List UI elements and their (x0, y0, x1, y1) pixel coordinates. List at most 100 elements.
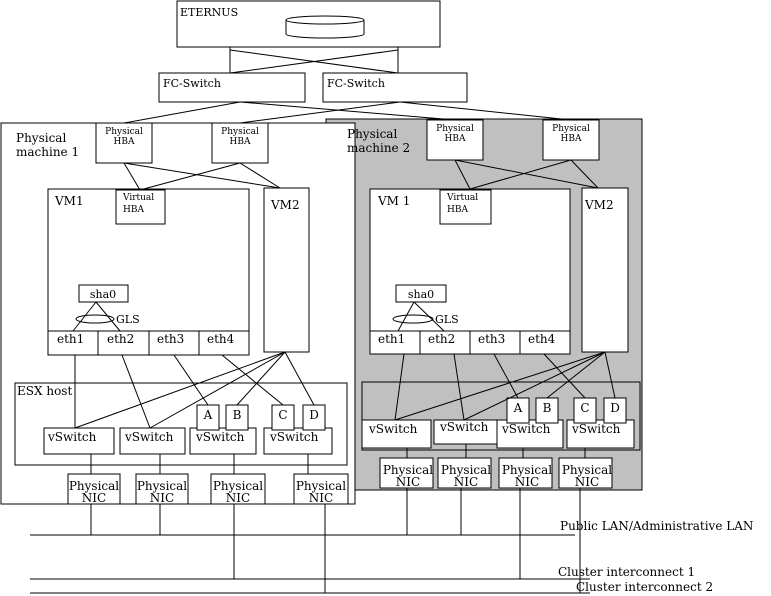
svg-text:A: A (203, 408, 213, 422)
svg-text:A: A (513, 401, 523, 415)
svg-text:HBA: HBA (561, 134, 582, 144)
m1-eth4: eth4 (207, 332, 235, 346)
svg-text:sha0: sha0 (90, 288, 116, 301)
svg-text:HBA: HBA (123, 205, 144, 215)
svg-text:C: C (278, 408, 287, 422)
svg-text:vSwitch: vSwitch (571, 422, 621, 436)
machine-1-title-line2: machine 1 (16, 145, 79, 159)
m1-physical-hba-2: Physical HBA (211, 122, 269, 164)
disk-icon (285, 15, 365, 39)
m2-virtual-hba: Virtual HBA (439, 189, 492, 225)
svg-text:Physical: Physical (436, 124, 474, 134)
m2-port-b: B (535, 397, 559, 424)
svg-text:Physical: Physical (562, 463, 612, 477)
m2-vm1-label: VM 1 (377, 194, 410, 208)
m2-vswitch-3: vSwitch (496, 419, 564, 449)
cluster-interconnect-2-line: Cluster interconnect 2 (30, 580, 713, 594)
m1-vswitch-3: vSwitch (189, 427, 257, 455)
svg-text:Physical: Physical (296, 479, 346, 493)
m2-physical-hba-1: Physical HBA (426, 119, 484, 161)
svg-text:NIC: NIC (575, 475, 599, 489)
svg-text:NIC: NIC (454, 475, 478, 489)
m2-eth3: eth3 (478, 332, 505, 346)
svg-text:NIC: NIC (82, 491, 106, 505)
m1-virtual-hba: Virtual HBA (115, 189, 166, 225)
svg-text:Physical: Physical (69, 479, 119, 493)
m1-port-a: A (196, 404, 220, 431)
m2-physical-nic-3: Physical NIC (498, 457, 553, 489)
m2-gls-label: GLS (435, 313, 459, 326)
m2-physical-nic-2: Physical NIC (437, 457, 492, 489)
machine-2-title-line2: machine 2 (347, 141, 410, 155)
svg-text:NIC: NIC (150, 491, 174, 505)
cluster-interconnect-1-line: Cluster interconnect 1 (30, 565, 695, 580)
m2-vswitch-1: vSwitch (361, 419, 432, 449)
machine-2-title-line1: Physical (347, 127, 397, 141)
svg-text:HBA: HBA (445, 134, 466, 144)
svg-text:vSwitch: vSwitch (269, 430, 319, 444)
esx-host-label: ESX host (17, 384, 72, 398)
svg-text:vSwitch: vSwitch (501, 422, 551, 436)
m1-physical-nic-3: Physical NIC (210, 473, 266, 505)
m2-vm2-label: VM2 (584, 198, 614, 212)
svg-text:Physical: Physical (221, 127, 259, 137)
svg-text:HBA: HBA (114, 137, 135, 147)
m2-port-a: A (506, 397, 530, 424)
m1-vswitch-1: vSwitch (43, 427, 115, 455)
svg-text:vSwitch: vSwitch (195, 430, 245, 444)
m1-eth2: eth2 (107, 332, 134, 346)
svg-text:B: B (543, 401, 552, 415)
svg-text:vSwitch: vSwitch (47, 430, 97, 444)
m1-vswitch-4: vSwitch (263, 427, 333, 455)
svg-text:Physical: Physical (552, 124, 590, 134)
svg-text:vSwitch: vSwitch (439, 420, 489, 434)
svg-text:NIC: NIC (396, 475, 420, 489)
m1-physical-nic-1: Physical NIC (67, 473, 121, 505)
m1-vswitch-2: vSwitch (119, 427, 186, 455)
m1-vm2-label: VM2 (270, 198, 300, 212)
svg-text:Physical: Physical (105, 127, 143, 137)
m1-vm1-label: VM1 (54, 194, 84, 208)
svg-text:vSwitch: vSwitch (368, 422, 418, 436)
eternus-storage: ETERNUS (176, 0, 441, 48)
m1-port-b: B (225, 404, 249, 431)
m2-eth1: eth1 (378, 332, 405, 346)
fc-switch-1-label: FC-Switch (163, 77, 221, 90)
m2-eth-row: eth1 eth2 eth3 eth4 (369, 330, 571, 355)
svg-text:NIC: NIC (226, 491, 250, 505)
m2-vswitch-2: vSwitch (433, 419, 499, 445)
m1-eth1: eth1 (57, 332, 84, 346)
svg-text:Physical: Physical (137, 479, 187, 493)
svg-text:D: D (610, 401, 620, 415)
m2-physical-nic-4: Physical NIC (558, 457, 613, 489)
svg-text:vSwitch: vSwitch (124, 430, 174, 444)
m1-gls-label: GLS (116, 313, 140, 326)
m2-port-d: D (603, 397, 627, 424)
m2-physical-nic-1: Physical NIC (379, 457, 434, 489)
m1-gls-bond (75, 314, 115, 324)
m2-eth2: eth2 (428, 332, 455, 346)
svg-text:sha0: sha0 (408, 288, 434, 301)
m1-vm1: VM1 (47, 188, 250, 356)
m1-eth-row: eth1 eth2 eth3 eth4 (47, 330, 250, 356)
machine-1-title-line1: Physical (16, 131, 66, 145)
fc-switch-2-label: FC-Switch (327, 77, 385, 90)
svg-text:Physical: Physical (441, 463, 491, 477)
svg-text:NIC: NIC (515, 475, 539, 489)
svg-text:D: D (309, 408, 319, 422)
svg-text:HBA: HBA (230, 137, 251, 147)
m2-physical-hba-2: Physical HBA (542, 119, 600, 161)
svg-text:Physical: Physical (383, 463, 433, 477)
public-lan-line: Public LAN/Administrative LAN (30, 519, 753, 536)
svg-text:C: C (580, 401, 589, 415)
svg-text:Virtual: Virtual (122, 193, 154, 203)
public-lan-label: Public LAN/Administrative LAN (560, 519, 753, 533)
m2-sha0: sha0 (395, 284, 447, 303)
m2-gls-bond (392, 314, 434, 324)
cluster-interconnect-1-label: Cluster interconnect 1 (558, 565, 695, 579)
m1-physical-hba-1: Physical HBA (95, 122, 153, 164)
m1-port-c: C (271, 404, 295, 431)
svg-text:B: B (233, 408, 242, 422)
m1-port-d: D (302, 404, 326, 431)
